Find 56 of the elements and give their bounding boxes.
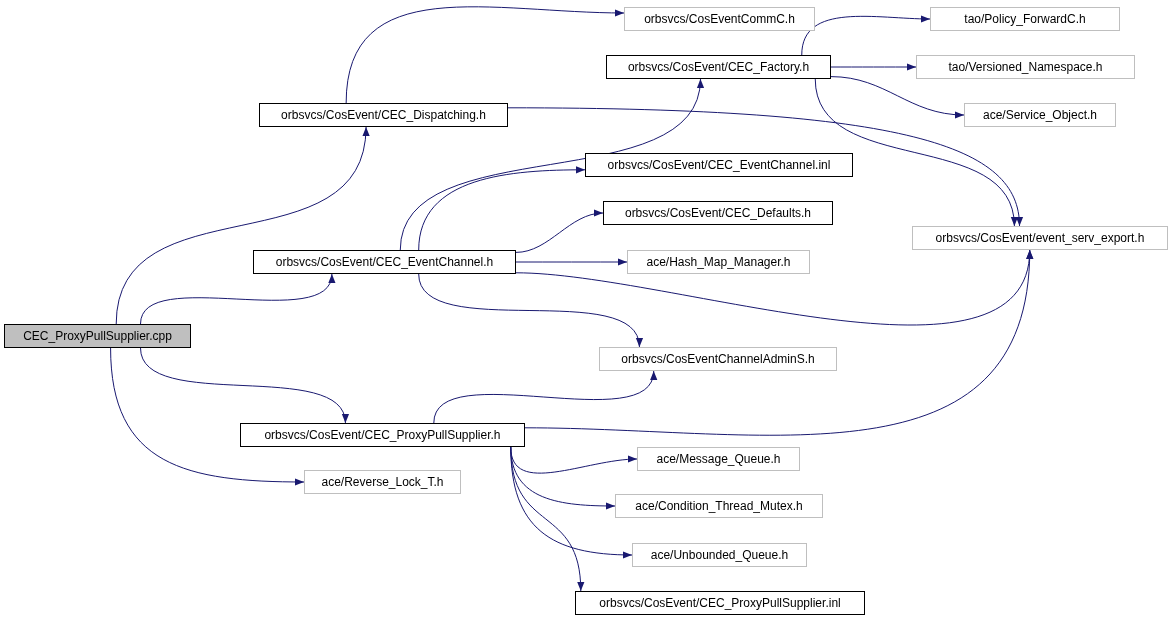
file-box bbox=[585, 153, 853, 177]
file-name: orbsvcs/CosEventChannelAdminS.h bbox=[621, 352, 815, 366]
file-name: tao/Versioned_Namespace.h bbox=[948, 60, 1103, 74]
file-box bbox=[930, 7, 1120, 31]
file-name: ace/Condition_Thread_Mutex.h bbox=[635, 499, 803, 513]
file-name: ace/Hash_Map_Manager.h bbox=[646, 255, 791, 269]
file-box bbox=[912, 226, 1168, 250]
arrow bbox=[510, 446, 584, 592]
arrow bbox=[115, 126, 369, 325]
file-box bbox=[304, 470, 461, 494]
arrow bbox=[830, 76, 965, 119]
file-box bbox=[637, 447, 800, 471]
file-name: orbsvcs/CosEvent/CEC_Dispatching.h bbox=[281, 108, 486, 122]
file-box bbox=[575, 591, 865, 615]
arrow bbox=[524, 249, 1033, 436]
file-box bbox=[4, 324, 191, 348]
file-name: ace/Unbounded_Queue.h bbox=[650, 548, 789, 562]
file-name: orbsvcs/CosEvent/CEC_Defaults.h bbox=[624, 206, 812, 220]
file-name: ace/Service_Object.h bbox=[982, 108, 1098, 122]
arrow bbox=[399, 78, 703, 251]
file-box bbox=[624, 7, 815, 31]
arrow bbox=[345, 6, 625, 104]
arrow bbox=[140, 347, 347, 424]
file-name: orbsvcs/CosEvent/CEC_Factory.h bbox=[627, 60, 810, 74]
file-box bbox=[632, 543, 807, 567]
file-box bbox=[615, 494, 823, 518]
file-name: tao/Policy_ForwardC.h bbox=[964, 12, 1086, 26]
arrow bbox=[507, 107, 1022, 227]
file-name: orbsvcs/CosEvent/CEC_EventChannel.inl bbox=[607, 158, 831, 172]
file-box bbox=[240, 423, 525, 447]
file-box bbox=[606, 55, 831, 79]
file-name: orbsvcs/CosEvent/CEC_ProxyPullSupplier.h bbox=[264, 428, 501, 442]
file-box bbox=[964, 103, 1116, 127]
file-name: ace/Message_Queue.h bbox=[656, 452, 781, 466]
arrow bbox=[110, 347, 305, 486]
arrow bbox=[418, 273, 641, 348]
file-box bbox=[599, 347, 837, 371]
arrow bbox=[801, 15, 931, 56]
arrow bbox=[515, 258, 628, 266]
file-name: CEC_ProxyPullSupplier.cpp bbox=[23, 329, 172, 343]
arrow bbox=[433, 370, 655, 424]
arrow bbox=[140, 273, 333, 325]
file-box bbox=[627, 250, 810, 274]
file-name: orbsvcs/CosEvent/CEC_ProxyPullSupplier.inl bbox=[599, 596, 841, 610]
file-name: orbsvcs/CosEventCommC.h bbox=[644, 12, 795, 26]
file-box bbox=[916, 55, 1135, 79]
arrow bbox=[515, 210, 604, 253]
file-box bbox=[603, 201, 833, 225]
arrow bbox=[830, 63, 917, 71]
file-name: ace/Reverse_Lock_T.h bbox=[321, 475, 444, 489]
file-box bbox=[259, 103, 508, 127]
arrow bbox=[814, 78, 1017, 227]
file-name: orbsvcs/CosEvent/event_serv_export.h bbox=[935, 231, 1145, 245]
arrow bbox=[418, 166, 586, 251]
file-name: orbsvcs/CosEvent/CEC_EventChannel.h bbox=[275, 255, 494, 269]
file-box bbox=[253, 250, 516, 274]
